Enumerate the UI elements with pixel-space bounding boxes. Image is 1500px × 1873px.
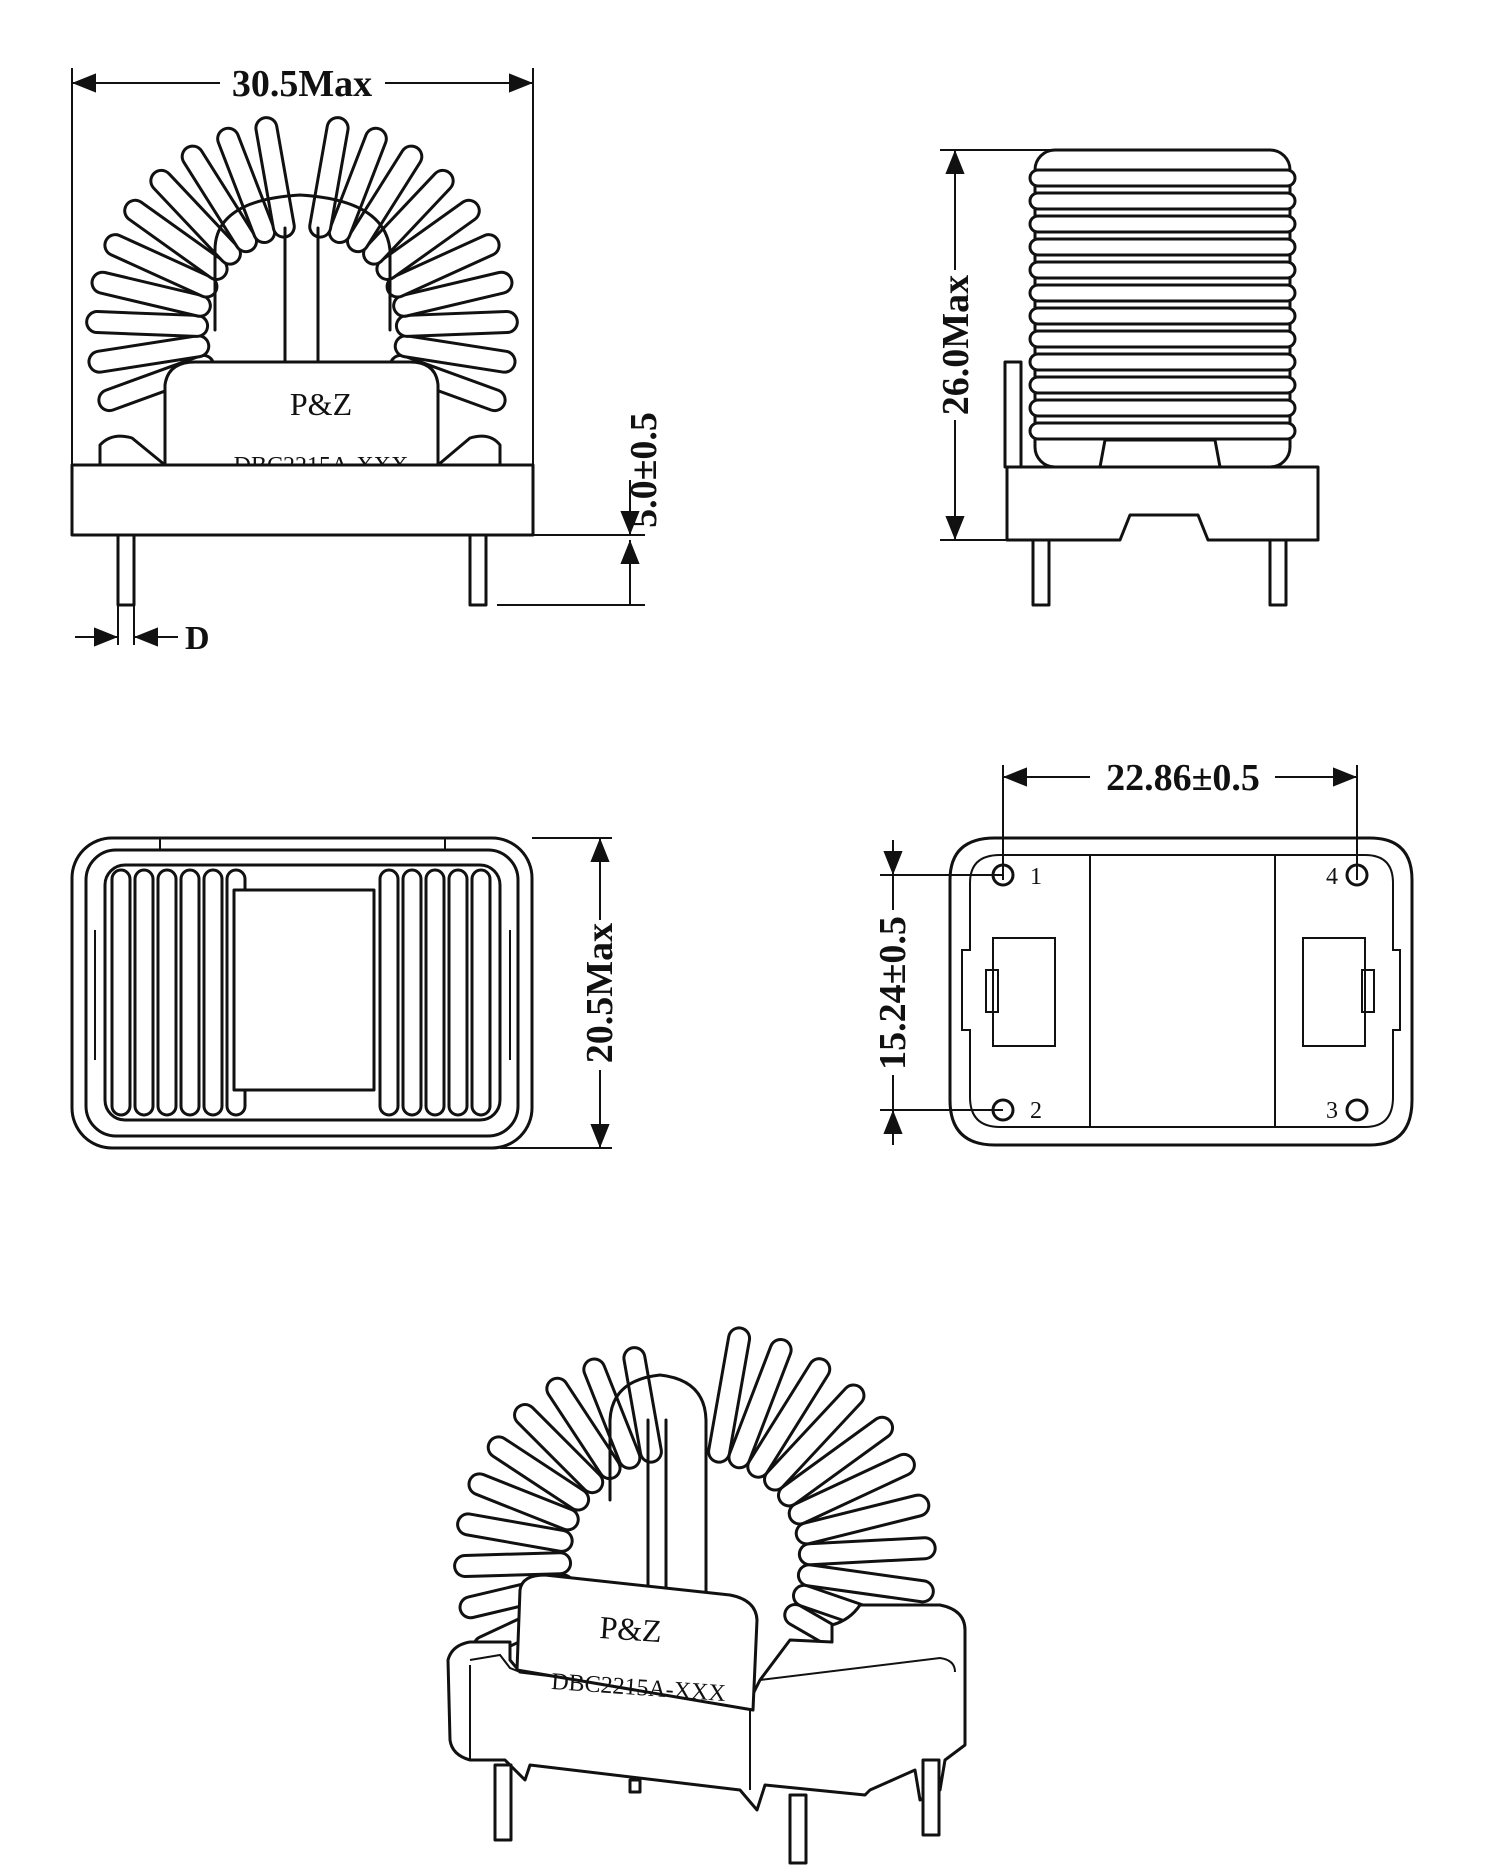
front-view: 30.5Max P&Z DBC2215A-XXX 5.0±0.5 D (70, 63, 665, 657)
winding-turn (152, 171, 239, 263)
side-winding-turn (1028, 168, 1297, 188)
winding-turn (397, 313, 516, 335)
iso-brand-label: P&Z (598, 1609, 663, 1649)
winding-turn (330, 129, 385, 242)
iso-winding-turn (790, 1455, 913, 1523)
winding-turn (183, 147, 256, 251)
iso-winding-turn (749, 1360, 829, 1476)
iso-winding-turn (516, 1406, 602, 1492)
winding-turn (93, 273, 209, 315)
iso-winding-turn (470, 1475, 577, 1529)
side-winding-turn (1028, 214, 1297, 234)
width-dimension: 30.5Max (232, 63, 372, 105)
side-winding-turn (1028, 398, 1297, 418)
side-winding-turn (1028, 329, 1297, 349)
iso-winding-turn (779, 1418, 892, 1505)
top-winding-turn (156, 868, 178, 1117)
height-dimension: 26.0Max (935, 275, 977, 415)
side-winding-turn (1028, 237, 1297, 257)
winding-turn (257, 119, 293, 236)
side-winding (1028, 148, 1297, 469)
winding-turn (396, 337, 514, 371)
toroid-winding (85, 116, 519, 413)
winding-turn (219, 129, 274, 242)
pin-spacing-y-dimension: 15.24±0.5 (872, 916, 914, 1070)
winding-turn (311, 119, 347, 236)
winding-turn (378, 201, 478, 278)
side-winding-turn (1028, 421, 1297, 441)
winding-turn (388, 236, 498, 296)
top-winding-turn (202, 868, 224, 1117)
winding-turn (348, 147, 421, 251)
winding-turn (126, 201, 226, 278)
top-view: 20.5Max (70, 836, 621, 1150)
iso-winding-turn (459, 1515, 571, 1550)
top-winding-turn (133, 868, 155, 1117)
pin-diameter-dimension: D (185, 620, 210, 657)
top-winding-turn (424, 868, 446, 1117)
standoff-dimension: 5.0±0.5 (623, 412, 665, 528)
top-winding-turn (179, 868, 201, 1117)
iso-winding-turn (456, 1554, 570, 1575)
side-winding-turn (1028, 260, 1297, 280)
iso-winding-turn (800, 1539, 934, 1564)
winding-turn (88, 313, 207, 335)
pin-label-3: 3 (1326, 1098, 1338, 1124)
pin-label-1: 1 (1030, 864, 1042, 890)
winding-turn (365, 171, 452, 263)
iso-winding-turn (799, 1566, 932, 1601)
pin-spacing-x-dimension: 22.86±0.5 (1106, 757, 1260, 799)
depth-dimension: 20.5Max (579, 923, 621, 1063)
pin-label-4: 4 (1326, 864, 1338, 890)
side-winding-turn (1028, 306, 1297, 326)
side-view: 26.0Max (935, 148, 1320, 607)
pin-label-2: 2 (1030, 1098, 1042, 1124)
winding-turn (90, 337, 208, 371)
side-winding-turn (1028, 352, 1297, 372)
iso-winding-turn (548, 1379, 619, 1478)
top-winding-turn (470, 868, 492, 1117)
bottom-view: 22.86±0.5 1 2 3 4 15.24±0.5 (872, 757, 1414, 1147)
iso-winding-turn (766, 1386, 863, 1489)
winding-turn (395, 273, 511, 315)
brand-label: P&Z (290, 386, 352, 422)
winding-turn (106, 236, 216, 296)
iso-winding-turn (730, 1340, 790, 1467)
side-winding-turn (1028, 375, 1297, 395)
iso-winding-turn (797, 1496, 928, 1543)
side-winding-turn (1028, 191, 1297, 211)
iso-winding-turn (489, 1438, 588, 1509)
side-plate (1098, 438, 1222, 468)
side-winding-turn (1028, 283, 1297, 303)
top-winding-turn (378, 868, 400, 1117)
isometric-view: P&Z DBC2215A-XXX (446, 1326, 967, 1865)
top-winding-turn (110, 868, 132, 1117)
iso-winding-turn (710, 1329, 749, 1461)
top-winding-turn (401, 868, 423, 1117)
top-winding-turn (447, 868, 469, 1117)
